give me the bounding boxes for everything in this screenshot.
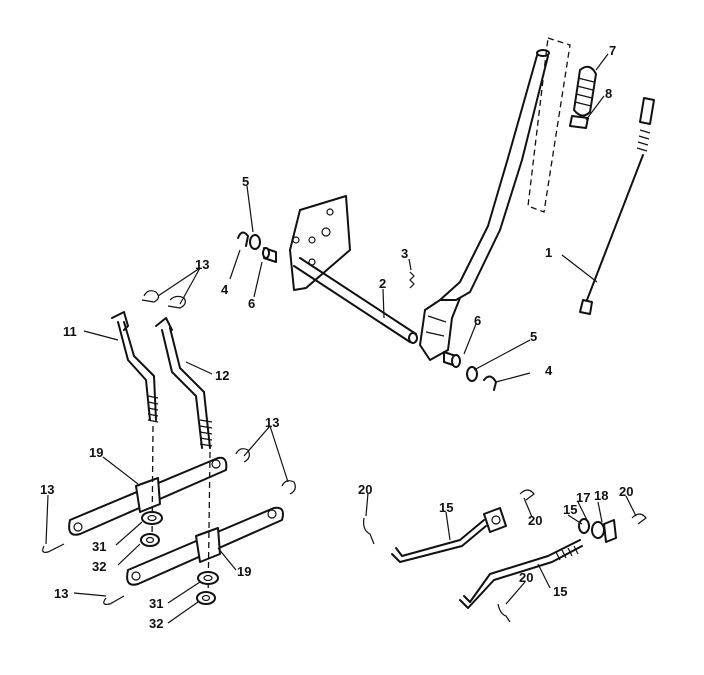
lift-link-left	[111, 311, 159, 423]
callout-3: 3	[401, 246, 408, 261]
right-shaft-hardware	[443, 351, 497, 391]
washer-bushing-stack	[578, 518, 617, 543]
callout-13-mid-right: 13	[265, 415, 279, 430]
spring-pin	[409, 271, 415, 289]
washer-nut-lower	[196, 571, 219, 605]
callout-20-lower: 20	[519, 570, 533, 585]
callout-20-upper-right: 20	[528, 513, 542, 528]
callout-13-upper: 13	[195, 257, 209, 272]
callout-2: 2	[379, 276, 386, 291]
cotter-pin-right	[631, 513, 647, 525]
lift-arm-upper	[68, 456, 228, 536]
hairpin-clip-left	[42, 543, 65, 553]
cross-shaft	[293, 257, 418, 344]
cotter-pin-upper	[519, 489, 535, 501]
callout-11: 11	[63, 324, 77, 339]
height-adjust-rod	[579, 97, 655, 315]
callout-15-right: 15	[563, 502, 577, 517]
callout-18: 18	[594, 488, 608, 503]
callout-15-lower: 15	[553, 584, 567, 599]
callout-31-upper: 31	[92, 539, 106, 554]
cotter-pin-left	[363, 517, 375, 545]
hairpin-clip-upper-a	[141, 290, 186, 309]
callout-6-right: 6	[474, 313, 481, 328]
callout-5-left: 5	[242, 174, 249, 189]
callout-20-far-right: 20	[619, 484, 633, 499]
callout-31-lower: 31	[149, 596, 163, 611]
callout-6-left: 6	[248, 296, 255, 311]
callout-20-left: 20	[358, 482, 372, 497]
mounting-bracket	[289, 195, 351, 291]
washer-nut-upper	[140, 511, 163, 547]
lever-extension-dashed-outline	[527, 37, 571, 213]
callout-12: 12	[215, 368, 229, 383]
callout-17: 17	[576, 490, 590, 505]
callout-13-bottom: 13	[54, 586, 68, 601]
callout-7: 7	[609, 43, 616, 58]
callout-1: 1	[545, 245, 552, 260]
callout-5-right: 5	[530, 329, 537, 344]
callout-4-left: 4	[221, 282, 229, 297]
lift-lever	[419, 49, 550, 361]
callout-15-upper: 15	[439, 500, 453, 515]
callout-19-upper: 19	[89, 445, 103, 460]
callout-32-lower: 32	[149, 616, 163, 631]
grip-sleeve	[569, 115, 589, 129]
alignment-line-right	[207, 451, 211, 605]
lift-arm-lower	[126, 506, 284, 586]
handle-grip	[573, 65, 597, 117]
hairpin-clip-mid-right	[235, 448, 296, 495]
callout-4-right: 4	[545, 363, 553, 378]
callout-8: 8	[605, 86, 612, 101]
lift-link-right	[155, 317, 213, 449]
callout-19-lower: 19	[237, 564, 251, 579]
leader-lines	[45, 53, 637, 624]
cotter-pin-lower	[497, 603, 511, 623]
hanger-rod-lower	[459, 539, 583, 609]
callout-13-left: 13	[40, 482, 54, 497]
hairpin-clip-bottom	[103, 595, 125, 605]
hanger-rod-upper	[391, 507, 507, 563]
left-shaft-hardware	[237, 231, 277, 263]
callout-32-upper: 32	[92, 559, 106, 574]
